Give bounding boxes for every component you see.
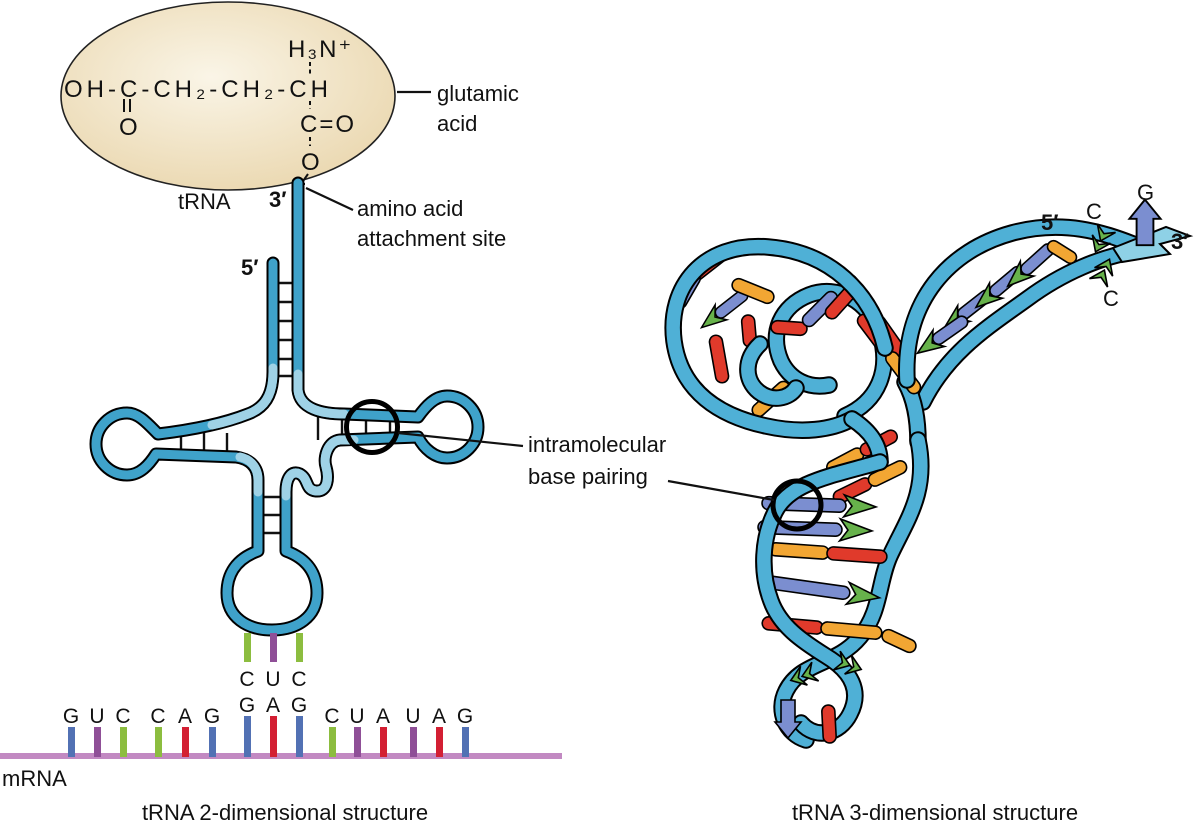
trna-3d-ribbon	[671, 198, 1194, 744]
base-pairing-circle-2d	[344, 399, 400, 455]
three-prime-label-3d: 3′	[1171, 229, 1189, 254]
leader-lines	[305, 90, 775, 502]
ester-group: C=O	[300, 111, 357, 138]
formula-chain: OH-C-CH₂-CH₂-CH	[64, 76, 332, 103]
carbonyl-oxygen: O	[119, 114, 140, 141]
pairing-label-line2: base pairing	[528, 464, 648, 489]
mrna-label: mRNA	[2, 766, 67, 791]
base-pairing-circle-3d	[770, 478, 824, 532]
amine-group: H₃N⁺	[288, 36, 354, 63]
glutamic-acid-label-line2: acid	[437, 111, 478, 136]
end-base-c-bottom: C	[1103, 286, 1119, 311]
base-bars-3d-front	[774, 198, 1194, 744]
trna-strand	[91, 178, 483, 635]
trna-label: tRNA	[178, 189, 231, 214]
trna-2d-diagram	[89, 176, 485, 637]
three-prime-label-2d: 3′	[269, 187, 287, 212]
glutamic-acid-label-line1: glutamic	[437, 81, 519, 106]
pairing-label-line1: intramolecular	[528, 432, 667, 457]
end-base-g: G	[1137, 180, 1155, 205]
five-prime-label-3d: 5′	[1041, 210, 1059, 235]
caption-3d: tRNA 3-dimensional structure	[791, 800, 1079, 825]
ester-oxygen: O	[301, 149, 322, 176]
attachment-site-label-line2: attachment site	[357, 226, 507, 251]
glutamic-acid-oval	[60, 1, 396, 191]
end-base-c-top: C	[1086, 199, 1102, 224]
attachment-site-label-line1: amino acid	[357, 196, 464, 221]
caption-2d: tRNA 2-dimensional structure	[141, 800, 429, 825]
five-prime-label-2d: 5′	[241, 255, 259, 280]
amino-acid-ellipse	[60, 1, 396, 191]
